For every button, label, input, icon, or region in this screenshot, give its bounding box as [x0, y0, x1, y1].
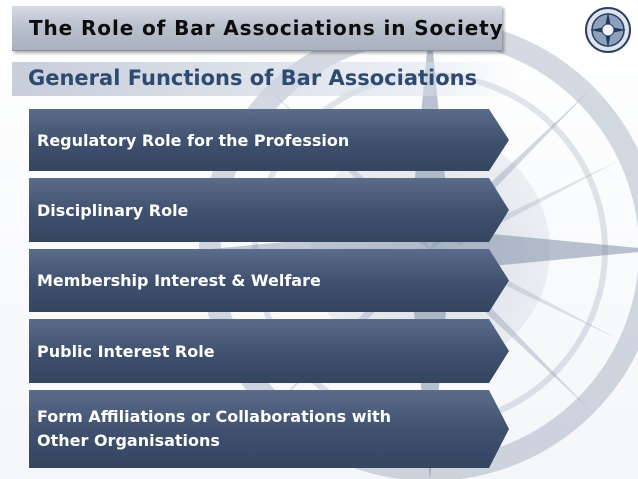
function-label: Membership Interest & Welfare	[37, 271, 321, 290]
function-label: Form Affiliations or Collaborations with…	[37, 407, 392, 450]
function-label: Disciplinary Role	[37, 200, 189, 220]
function-label: Regulatory Role for the Profession	[37, 130, 350, 150]
subtitle-band	[12, 62, 517, 96]
bar-association-seal-icon	[585, 7, 631, 53]
slide-title: The Role of Bar Associations in Society	[29, 16, 504, 40]
function-item-public-interest: Public Interest Role	[29, 319, 509, 383]
function-item-affiliations: Form Affiliations or Collaborations with…	[29, 390, 509, 468]
title-bar: The Role of Bar Associations in Society	[12, 6, 504, 51]
slide-subtitle: General Functions of Bar Associations	[28, 66, 478, 90]
function-label: Public Interest Role	[37, 341, 215, 361]
function-item-membership: Membership Interest & Welfare	[29, 249, 509, 312]
function-item-disciplinary: Disciplinary Role	[29, 178, 509, 242]
function-item-regulatory: Regulatory Role for the Profession	[29, 109, 509, 171]
